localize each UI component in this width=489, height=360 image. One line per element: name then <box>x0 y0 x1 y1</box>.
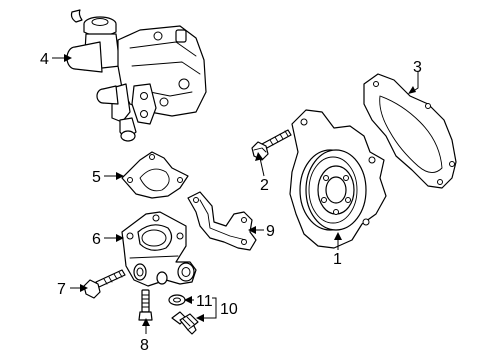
callout-8: 8 <box>140 337 149 354</box>
callout-5: 5 <box>92 169 101 186</box>
thermostat-housing-assembly-icon <box>66 9 207 142</box>
bracket-icon <box>187 191 257 251</box>
pump-gasket-icon <box>363 73 457 189</box>
stud-icon <box>138 289 153 321</box>
callout-labels: 1 2 3 4 5 6 7 8 9 10 11 <box>40 51 422 354</box>
callout-3: 3 <box>413 59 422 76</box>
bolt-icon <box>83 269 126 299</box>
callout-1: 1 <box>333 251 342 268</box>
callout-4: 4 <box>40 51 49 68</box>
callout-6: 6 <box>92 231 101 248</box>
leader-arrowheads <box>64 54 416 326</box>
callout-9: 9 <box>266 223 275 240</box>
water-outlet-housing-icon <box>121 211 197 287</box>
temperature-sensor-icon <box>171 311 199 335</box>
washer-icon <box>168 294 186 306</box>
callout-7: 7 <box>57 281 66 298</box>
callout-2: 2 <box>260 177 269 194</box>
callout-10: 10 <box>220 301 238 318</box>
outlet-gasket-icon <box>121 151 189 199</box>
water-pump-pulley-icon <box>289 109 387 249</box>
callout-11: 11 <box>196 293 213 310</box>
bolt-icon <box>251 129 292 161</box>
